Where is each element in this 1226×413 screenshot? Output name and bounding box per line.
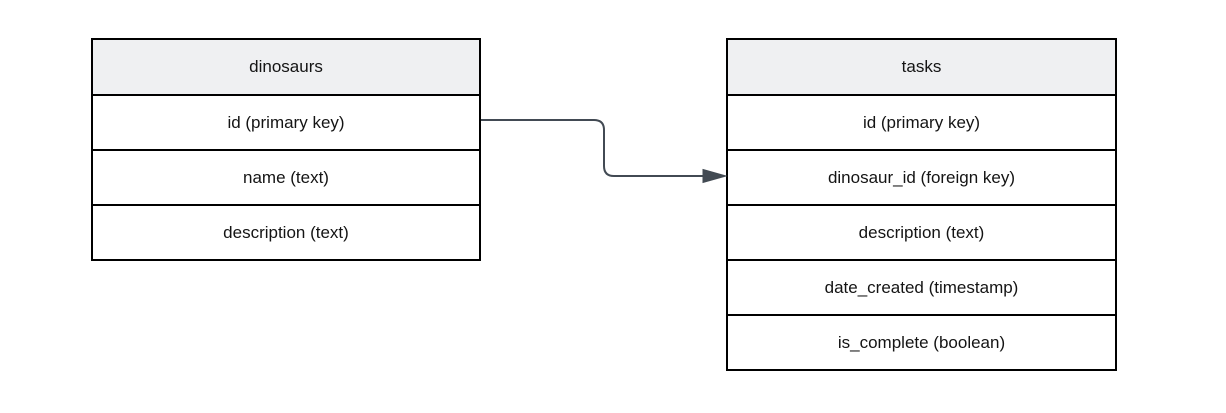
- table-dinosaurs-header[interactable]: dinosaurs: [93, 40, 479, 94]
- row-label-dinosaurs-name: name (text): [243, 167, 329, 187]
- connector-line[interactable]: [481, 119, 703, 177]
- table-row-tasks-dinosaur-id[interactable]: dinosaur_id (foreign key): [728, 149, 1115, 204]
- row-label-dinosaurs-id: id (primary key): [227, 112, 345, 132]
- table-dinosaurs[interactable]: dinosaurs id (primary key) name (text) d…: [91, 38, 481, 261]
- table-row-dinosaurs-id[interactable]: id (primary key): [93, 94, 479, 149]
- row-label-tasks-description: description (text): [858, 222, 985, 242]
- row-label-tasks-date-created: date_created (timestamp): [824, 277, 1019, 297]
- row-label-tasks-dinosaur-id: dinosaur_id (foreign key): [827, 167, 1016, 187]
- table-tasks[interactable]: tasks id (primary key) dinosaur_id (fore…: [726, 38, 1117, 371]
- table-dinosaurs-title: dinosaurs: [249, 57, 323, 76]
- row-label-tasks-id: id (primary key): [862, 112, 981, 132]
- row-label-tasks-is-complete: is_complete (boolean): [837, 332, 1006, 352]
- table-row-tasks-date-created[interactable]: date_created (timestamp): [728, 259, 1115, 314]
- row-label-dinosaurs-description: description (text): [223, 222, 349, 242]
- table-row-dinosaurs-name[interactable]: name (text): [93, 149, 479, 204]
- table-tasks-header[interactable]: tasks: [728, 40, 1115, 94]
- table-tasks-title: tasks: [901, 57, 942, 76]
- table-row-tasks-id[interactable]: id (primary key): [728, 94, 1115, 149]
- arrowhead-icon: [702, 168, 728, 184]
- table-row-dinosaurs-description[interactable]: description (text): [93, 204, 479, 259]
- table-row-tasks-description[interactable]: description (text): [728, 204, 1115, 259]
- table-row-tasks-is-complete[interactable]: is_complete (boolean): [728, 314, 1115, 369]
